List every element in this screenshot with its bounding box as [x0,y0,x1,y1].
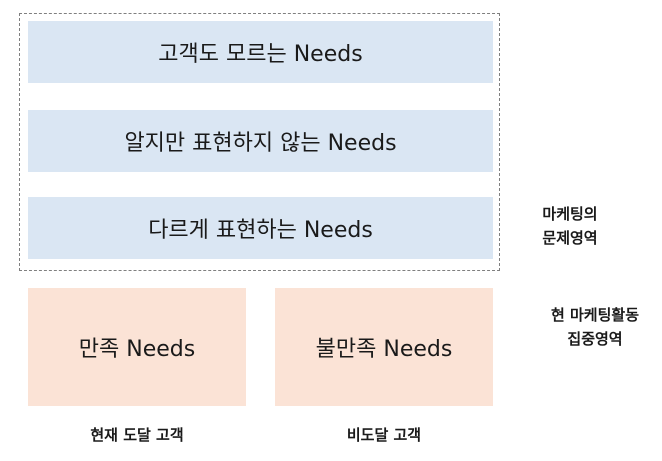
problem-area-label-line2: 문제영역 [542,229,598,247]
unsatisfied-needs-label: 불만족 Needs [315,337,453,362]
needs-box-label: 알지만 표현하지 않는 Needs [124,131,397,156]
problem-area-frame [19,13,500,271]
needs-box-expressed-differently: 다르게 표현하는 Needs [28,197,493,259]
satisfied-needs-box: 만족 Needs [28,288,246,406]
problem-area-label: 마케팅의 문제영역 [520,202,620,250]
needs-box-unknown: 고객도 모르는 Needs [28,21,493,83]
needs-box-label: 고객도 모르는 Needs [158,42,363,67]
needs-box-unexpressed: 알지만 표현하지 않는 Needs [28,110,493,172]
focus-area-label: 현 마케팅활동 집중영역 [530,303,660,351]
focus-area-label-line1: 현 마케팅활동 [550,306,640,324]
unsatisfied-needs-box: 불만족 Needs [275,288,493,406]
reached-customers-label: 현재 도달 고객 [90,426,184,444]
problem-area-label-line1: 마케팅의 [542,205,598,223]
satisfied-needs-label: 만족 Needs [78,337,196,362]
focus-area-label-line2: 집중영역 [567,330,623,348]
unreached-customers-label: 비도달 고객 [346,426,422,444]
needs-box-label: 다르게 표현하는 Needs [148,218,373,243]
